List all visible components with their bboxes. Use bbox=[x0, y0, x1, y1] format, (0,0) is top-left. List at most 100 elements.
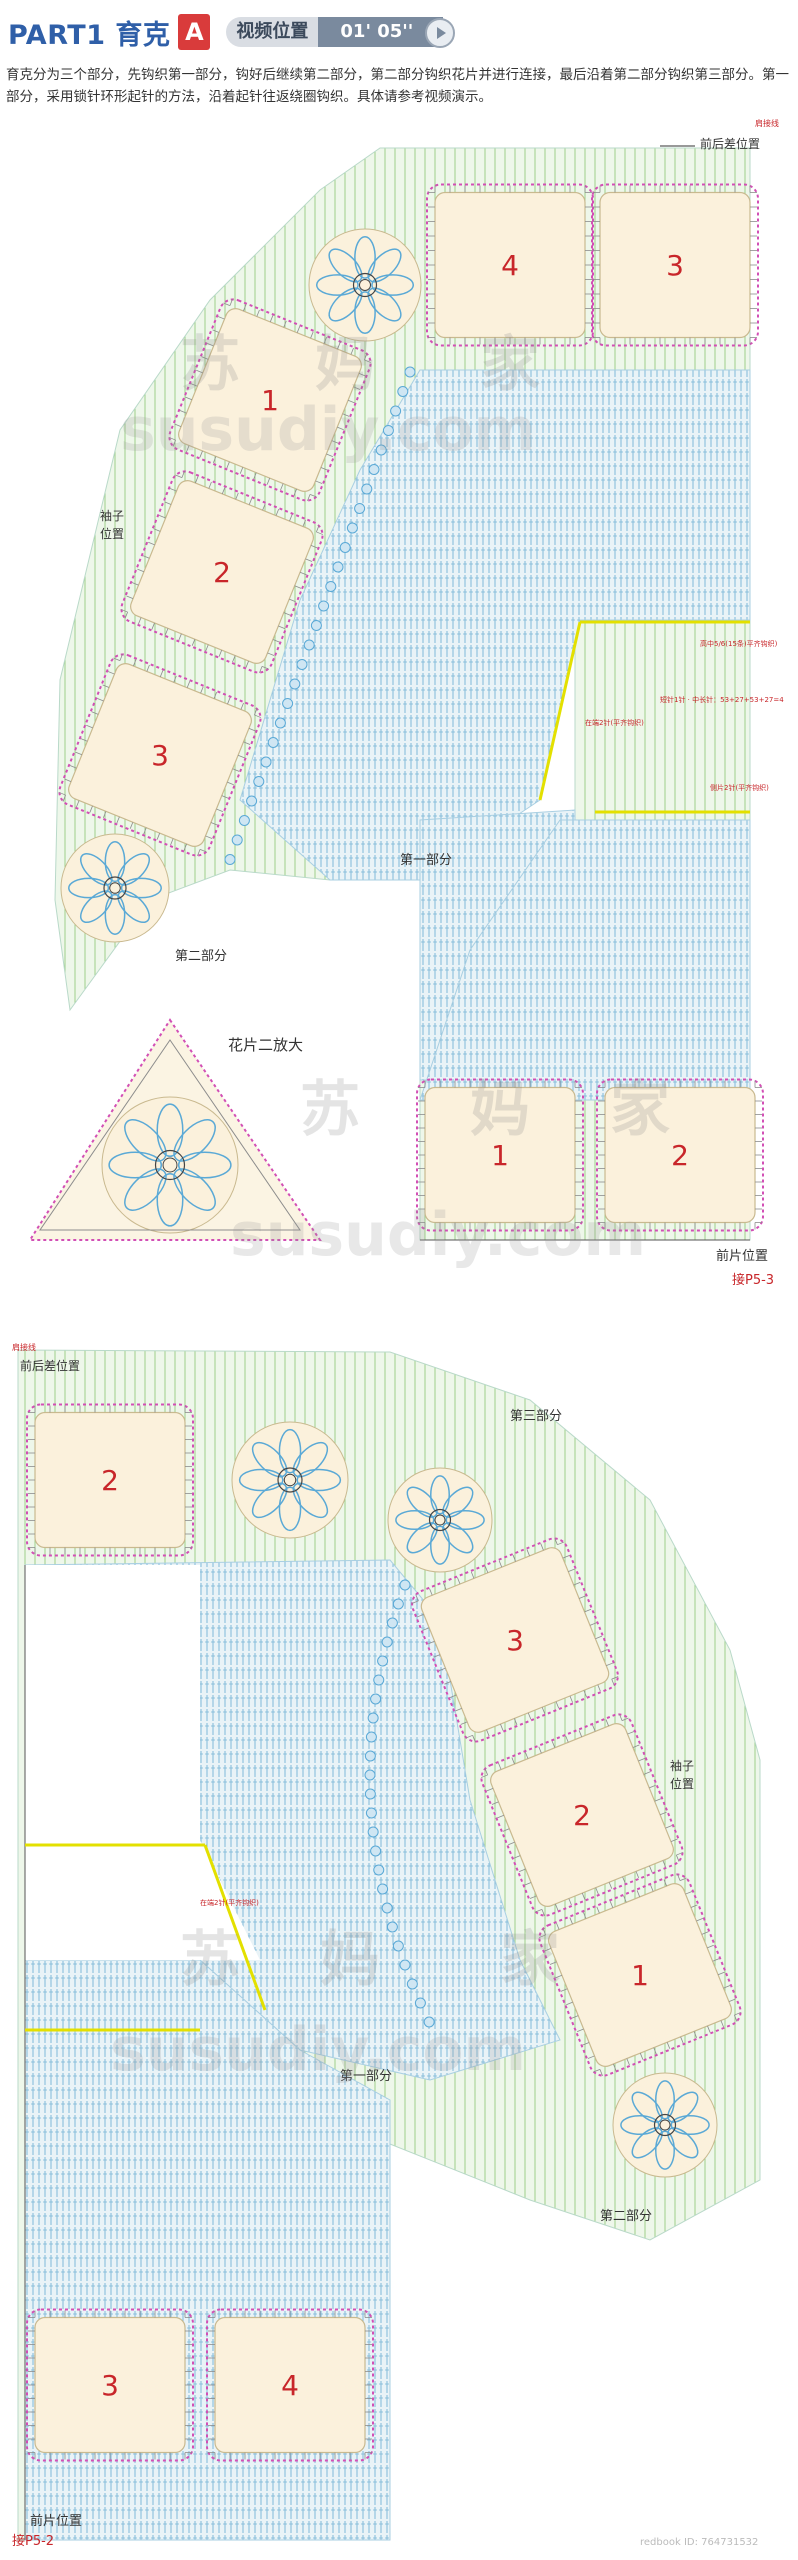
flower-center bbox=[154, 1149, 186, 1181]
square-number: 2 bbox=[101, 1464, 119, 1497]
petal bbox=[292, 1441, 329, 1478]
square-number: 1 bbox=[491, 1139, 509, 1172]
highlight-line bbox=[203, 1844, 267, 2011]
chain-stitch bbox=[414, 1997, 426, 2009]
petal bbox=[354, 235, 376, 279]
petal bbox=[406, 1486, 438, 1518]
petal bbox=[655, 2130, 675, 2170]
watermark-char: 苏 bbox=[300, 1075, 360, 1145]
chain-stitch bbox=[381, 1902, 393, 1914]
petal bbox=[620, 2115, 660, 2135]
petal bbox=[156, 1103, 184, 1158]
chain-stitch bbox=[332, 561, 344, 573]
chain-stitch bbox=[370, 1845, 382, 1857]
chain-stitch bbox=[274, 717, 286, 729]
square-outline bbox=[120, 470, 324, 674]
square-number: 2 bbox=[573, 1799, 591, 1832]
petal bbox=[278, 1428, 302, 1474]
motif-square: 2 bbox=[480, 1713, 684, 1917]
flower-motif bbox=[308, 228, 422, 342]
chain-stitch bbox=[365, 1807, 377, 1819]
chain-stitch bbox=[368, 464, 380, 475]
petal bbox=[120, 877, 162, 899]
square-outline bbox=[58, 653, 262, 857]
petal bbox=[442, 1522, 474, 1554]
motif-square: 1 bbox=[168, 298, 372, 502]
motif-square: 1 bbox=[538, 1873, 742, 2077]
petal bbox=[315, 274, 359, 296]
diagram2-part1-label: 第一部分 bbox=[340, 2069, 392, 2084]
petal bbox=[631, 2091, 663, 2123]
square-outline bbox=[26, 2308, 194, 2462]
video-position[interactable]: 视频位置 01' 05'' bbox=[226, 17, 456, 48]
flower-motif bbox=[231, 1421, 349, 1539]
chain-stitch bbox=[339, 542, 351, 553]
petal bbox=[156, 1172, 184, 1227]
square-number: 1 bbox=[261, 384, 279, 417]
motif-square: 3 bbox=[591, 183, 759, 347]
square-outline bbox=[416, 1078, 584, 1232]
chain-stitch bbox=[373, 1674, 385, 1686]
chain-stitch bbox=[231, 834, 243, 846]
petal bbox=[68, 877, 110, 899]
square-outline bbox=[538, 1873, 742, 2077]
chain-stitch bbox=[318, 600, 330, 612]
petal bbox=[79, 890, 113, 924]
watermark-char: 家 bbox=[500, 1925, 560, 1995]
petal bbox=[251, 1482, 288, 1519]
petal bbox=[445, 1510, 485, 1530]
diagram1-back-diff-label: 前后差位置 bbox=[700, 136, 760, 151]
chain-stitch bbox=[377, 1655, 389, 1667]
diagram1-note: 在端2针(平齐钩织) bbox=[585, 718, 644, 727]
chain-stitch bbox=[390, 405, 402, 417]
square-outline bbox=[596, 1078, 764, 1232]
watermark-char: 妈 bbox=[470, 1075, 530, 1145]
diagram2-side-tag: 肩接线 bbox=[12, 1342, 36, 1352]
watermark-url: susudiy.com bbox=[110, 2015, 526, 2085]
watermark-url: susudiy.com bbox=[120, 395, 536, 465]
chain-stitch bbox=[373, 1864, 385, 1876]
video-time-text: 01' 05'' bbox=[340, 21, 414, 42]
petal bbox=[124, 1119, 167, 1162]
square-outline bbox=[168, 298, 372, 502]
petal bbox=[406, 1522, 438, 1554]
watermark-char: 家 bbox=[480, 330, 540, 400]
square-number: 3 bbox=[151, 739, 169, 772]
watermark-char: 家 bbox=[610, 1075, 670, 1145]
square-number: 3 bbox=[666, 249, 684, 282]
diagram2-front-back-diff-label: 前后差位置 bbox=[20, 1358, 80, 1373]
flower-center bbox=[428, 1508, 452, 1532]
diagram2-part2-label: 第二部分 bbox=[600, 2209, 652, 2224]
petal bbox=[328, 287, 363, 322]
chain-stitch bbox=[399, 1959, 411, 1971]
flower-motif bbox=[387, 1467, 493, 1573]
petal bbox=[104, 841, 126, 883]
chain-stitch bbox=[365, 1731, 377, 1743]
video-time[interactable]: 01' 05'' bbox=[318, 17, 456, 48]
watermark-group: 苏妈家susudiy.com苏妈家susudiy.com苏妈家susudiy.c… bbox=[110, 330, 670, 2085]
chain-stitch bbox=[354, 503, 366, 514]
play-icon[interactable] bbox=[425, 18, 456, 48]
flower-motif bbox=[60, 833, 170, 943]
diagram1-note: 短针1针 · 中长针：53+27+53+27=4 bbox=[660, 695, 784, 704]
diagram2-front-pos-label: 前片位置 bbox=[30, 2513, 82, 2529]
petal bbox=[430, 1475, 450, 1515]
petal bbox=[238, 1468, 284, 1492]
flower-center bbox=[277, 1467, 303, 1493]
petal bbox=[278, 1486, 302, 1532]
chain-stitch bbox=[375, 444, 387, 456]
motif-zoom bbox=[28, 1018, 322, 1241]
petal bbox=[328, 248, 363, 283]
petal bbox=[367, 248, 402, 283]
watermark-url: susudiy.com bbox=[230, 1200, 646, 1270]
flower-motif bbox=[612, 2072, 718, 2178]
square-number: 4 bbox=[501, 249, 519, 282]
chain-stitch bbox=[267, 737, 279, 748]
chain-stitch bbox=[367, 1712, 379, 1724]
motif-square: 4 bbox=[206, 2308, 374, 2462]
chain-stitch bbox=[423, 2016, 435, 2028]
chain-stitch bbox=[296, 659, 308, 670]
diagram1-sleeve-label: 袖子 bbox=[100, 508, 124, 523]
chain-stitch bbox=[406, 1978, 418, 1990]
